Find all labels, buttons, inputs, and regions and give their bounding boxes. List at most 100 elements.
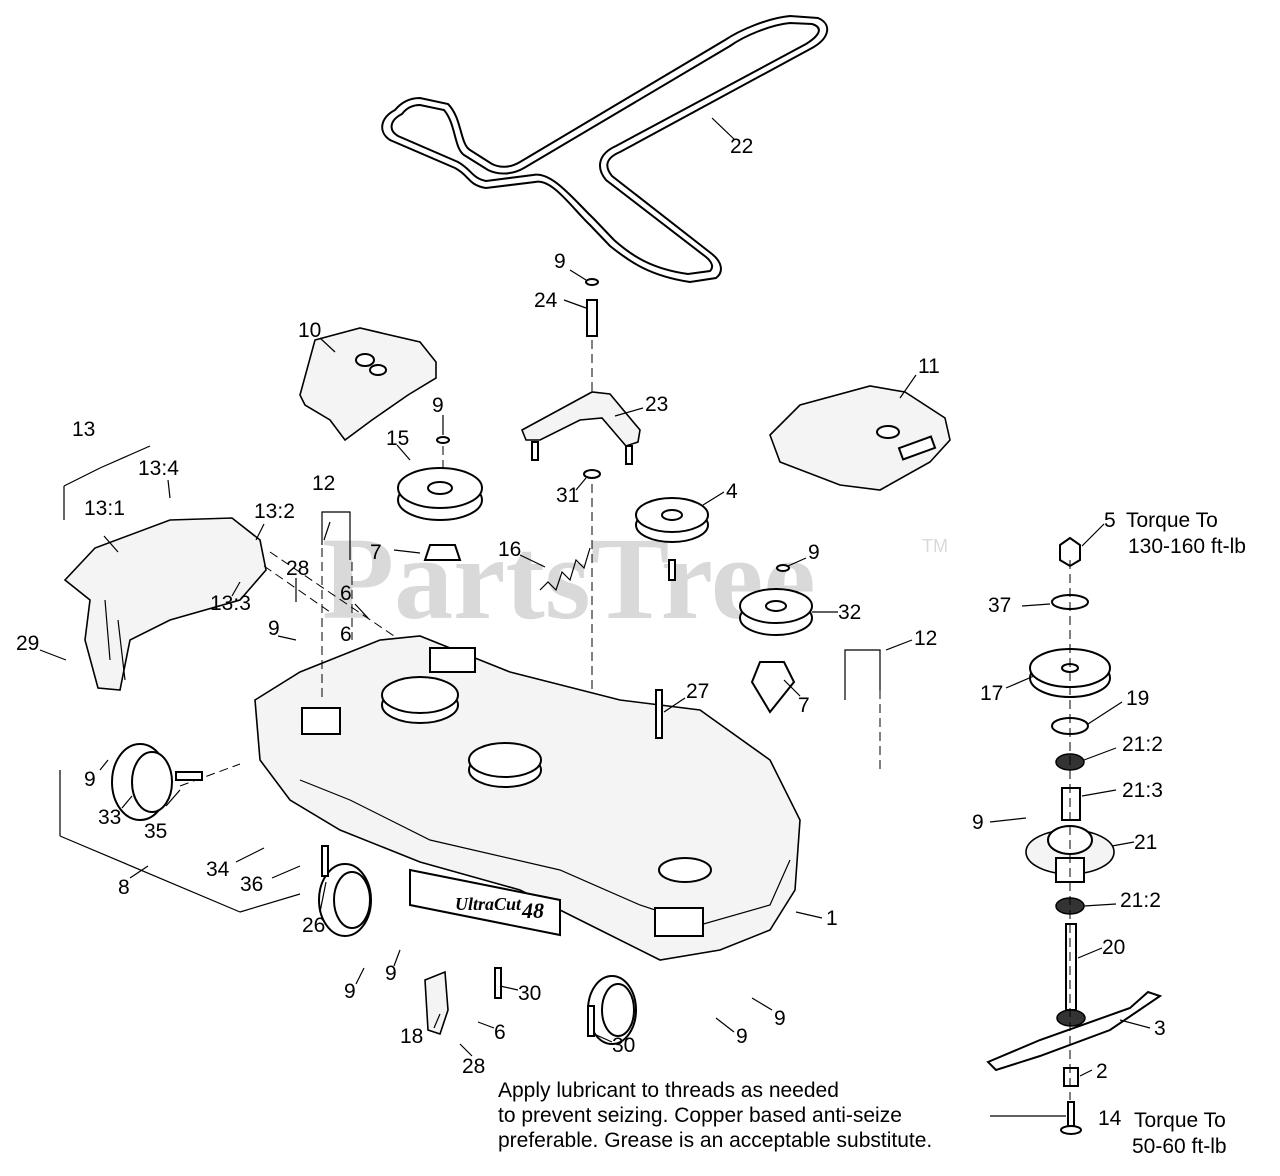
callout-37: 37 [988,594,1011,617]
callout-6-lower: 6 [340,623,352,646]
callout-9-deck-d: 9 [736,1025,748,1048]
callout-30-upper: 30 [518,982,541,1005]
lubricant-note-line1: Apply lubricant to threads as needed [498,1079,839,1102]
idler-spring [539,547,591,592]
callout-36: 36 [240,873,263,896]
right-spindle-cover [769,385,951,491]
callout-24: 24 [534,289,558,312]
deck-brand-decal: UltraCut [455,894,522,914]
nut-5 [1059,536,1081,568]
callout-8: 8 [118,876,130,899]
lubricant-note: Apply lubricant to threads as needed to … [498,1079,932,1152]
mower-deck: UltraCut 48 [254,635,801,961]
gauge-wheel-front-right [587,975,637,1045]
callout-12-right: 12 [914,627,937,650]
callout-4: 4 [726,480,738,503]
callout-17: 17 [980,682,1003,705]
callout-32: 32 [838,601,861,624]
callout-16: 16 [498,538,521,561]
callout-13: 13 [72,418,95,441]
callout-35: 35 [144,820,167,843]
callout-21: 21 [1134,831,1157,854]
callout-7-left: 7 [370,541,382,564]
left-spindle-cover [299,327,437,442]
bracket-12-right [844,649,881,770]
torque-nut-line1: Torque To [1126,509,1218,532]
callout-12-left: 12 [312,472,335,495]
callout-11: 11 [918,355,940,378]
callout-22: 22 [730,135,753,158]
callout-5: 5 [1104,509,1116,532]
callout-9-spindle: 9 [972,811,984,834]
parts-tree-watermark: PartsTree TM [322,513,948,644]
spindle-pulley-15 [397,436,483,561]
callout-31: 31 [556,484,579,507]
callout-13-3: 13:3 [210,592,251,615]
deck-size-decal: 48 [521,898,544,923]
callout-33: 33 [98,806,121,829]
callout-9-pulley15: 9 [432,394,444,417]
bolt-26 [321,845,329,877]
bolt-30-right [587,1005,595,1037]
callout-21-3: 21:3 [1122,779,1163,802]
deflector-18 [424,970,449,1036]
callout-1: 1 [826,907,838,930]
spacer-21-3 [1061,787,1081,821]
idler-pulley-32 [739,564,813,714]
callout-28-bottom: 28 [462,1055,485,1078]
callout-6-upper: 6 [340,582,352,605]
watermark-tm: TM [922,536,948,556]
torque-bolt-line2: 50-60 ft-lb [1132,1135,1227,1158]
lubricant-note-line3: preferable. Grease is an acceptable subs… [498,1129,932,1152]
callout-26: 26 [302,914,325,937]
callout-21-2-bottom: 21:2 [1120,889,1161,912]
callout-30-lower: 30 [612,1034,635,1057]
bolt-14 [1067,1101,1075,1127]
spindle-assembly [986,536,1163,1135]
torque-bolt-line1: Torque To [1134,1109,1226,1132]
callout-2: 2 [1096,1060,1108,1083]
washer-9-top [585,278,599,286]
cone-7-left [423,544,462,561]
callout-10: 10 [298,319,321,342]
callout-7-right: 7 [798,694,810,717]
spindle-shaft-20 [1065,923,1077,1011]
gauge-wheel-33 [111,743,241,821]
lubricant-note-line2: to prevent seizing. Copper based anti-se… [498,1104,902,1127]
callout-6-deflector: 6 [494,1021,506,1044]
callout-9-deck-c: 9 [774,1007,786,1030]
cone-7-right [750,661,796,714]
callout-9-wheel: 9 [84,768,96,791]
drive-belt [381,14,828,284]
callout-18: 18 [400,1025,423,1048]
leader-lines [39,117,1151,1117]
idler-spacer-24 [586,299,598,337]
discharge-chute [63,445,401,691]
callout-9-deck-b: 9 [344,980,356,1003]
deck-front-panel [409,868,561,937]
callout-23: 23 [645,393,668,416]
callout-19: 19 [1126,687,1149,710]
callout-9-belt-guide: 9 [554,250,566,273]
callout-3: 3 [1154,1017,1166,1040]
callout-9-pulley32: 9 [808,541,820,564]
callout-15: 15 [386,427,409,450]
callout-9-left: 9 [268,617,280,640]
callout-labels: 22 9 24 10 11 9 23 13 15 13:4 12 31 4 13… [16,135,1246,1158]
callout-21-2-top: 21:2 [1122,733,1163,756]
callout-34: 34 [206,858,230,881]
callout-20: 20 [1102,936,1125,959]
bolt-30-left [494,967,502,999]
washer-31 [583,469,601,479]
torque-nut-line2: 130-160 ft-lb [1128,535,1246,558]
bracket-12-left [321,511,353,700]
callout-14: 14 [1098,1107,1122,1130]
callout-27: 27 [686,680,709,703]
idler-pulley-4 [635,497,709,581]
gauge-wheel-front-left [318,863,372,937]
callout-9-deck-a: 9 [385,962,397,985]
callout-13-4: 13:4 [138,457,179,480]
callout-13-1: 13:1 [84,497,125,520]
bolt-27 [655,689,663,739]
